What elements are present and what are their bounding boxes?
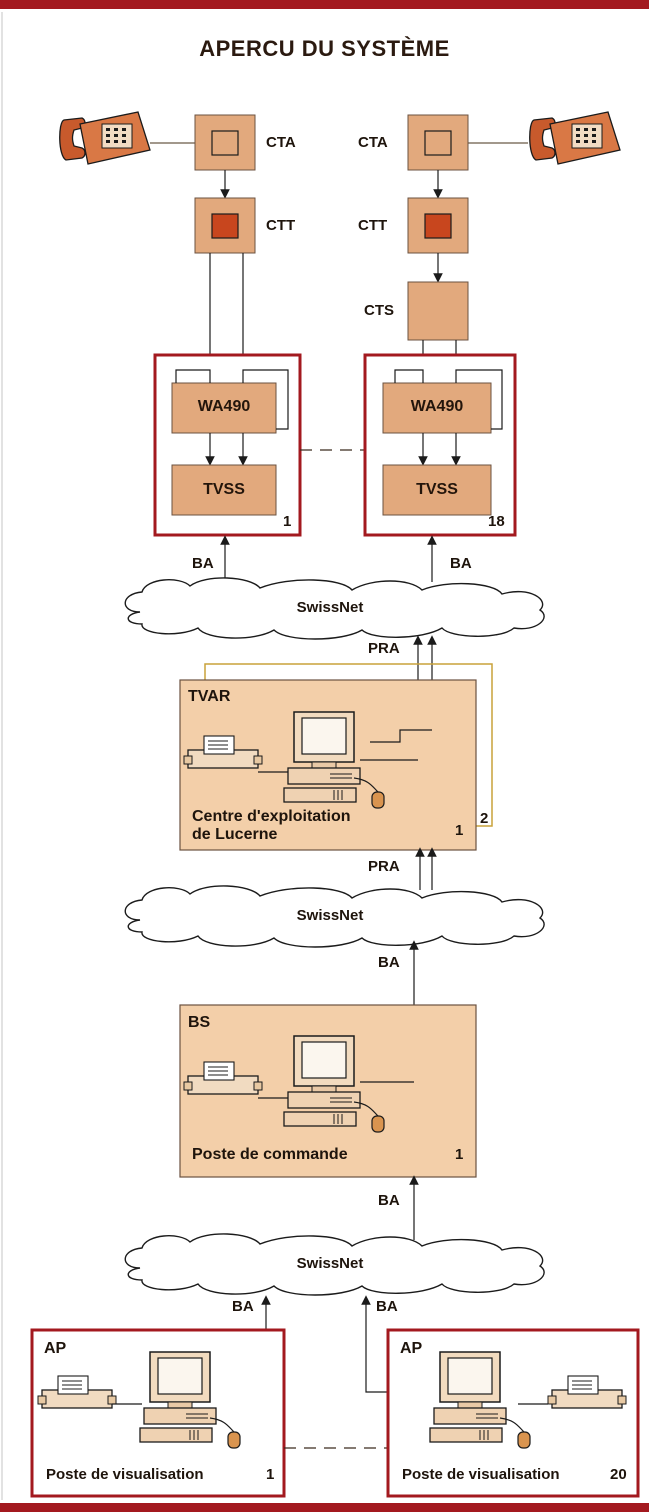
ba-bs-label: BA bbox=[378, 1192, 400, 1209]
ap-right-count: 20 bbox=[610, 1466, 627, 1483]
swissnet-1-label: SwissNet bbox=[296, 599, 364, 616]
ba-right-label: BA bbox=[450, 555, 472, 572]
bs-code: BS bbox=[188, 1014, 211, 1031]
cts-label: CTS bbox=[364, 302, 394, 319]
cts-box bbox=[407, 281, 469, 341]
tvar-caption-line1: Centre d'exploitation bbox=[192, 808, 351, 825]
relay-left-count: 1 bbox=[283, 513, 292, 530]
ba-ap-right-label: BA bbox=[376, 1298, 398, 1315]
ba-ap-left-label: BA bbox=[232, 1298, 254, 1315]
bs-count: 1 bbox=[455, 1146, 464, 1163]
phone-right-icon bbox=[529, 111, 621, 165]
tvar-outer-count: 2 bbox=[480, 810, 489, 827]
ap-left-caption: Poste de visualisation bbox=[46, 1466, 204, 1483]
swissnet-2-label: SwissNet bbox=[296, 907, 364, 924]
phone-left-icon bbox=[59, 111, 151, 165]
page-title: APERCU DU SYSTÈME bbox=[199, 36, 450, 61]
ap-right-caption: Poste de visualisation bbox=[402, 1466, 560, 1483]
tvss-left-label: TVSS bbox=[203, 481, 245, 498]
cta-left-label: CTA bbox=[266, 134, 296, 151]
tvar-caption-line2: de Lucerne bbox=[192, 826, 278, 843]
pra-label-2: PRA bbox=[368, 858, 400, 875]
relay-right-count: 18 bbox=[488, 513, 505, 530]
ba-left-label: BA bbox=[192, 555, 214, 572]
ctt-left-label: CTT bbox=[266, 217, 296, 234]
ap-left-count: 1 bbox=[266, 1466, 275, 1483]
wa490-right-label: WA490 bbox=[410, 398, 464, 415]
tvar-code: TVAR bbox=[188, 688, 231, 705]
ap-right-frame bbox=[386, 1328, 640, 1498]
wa490-left-label: WA490 bbox=[197, 398, 251, 415]
ba-mid-label: BA bbox=[378, 954, 400, 971]
tvar-count: 1 bbox=[455, 822, 464, 839]
bs-caption: Poste de commande bbox=[192, 1146, 348, 1163]
pra-label-1: PRA bbox=[368, 640, 400, 657]
ap-left-code: AP bbox=[44, 1340, 67, 1357]
swissnet-3-label: SwissNet bbox=[296, 1255, 364, 1272]
ap-right-code: AP bbox=[400, 1340, 423, 1357]
tvss-right-label: TVSS bbox=[416, 481, 458, 498]
cta-right-label: CTA bbox=[358, 134, 388, 151]
ctt-right-label: CTT bbox=[358, 217, 388, 234]
